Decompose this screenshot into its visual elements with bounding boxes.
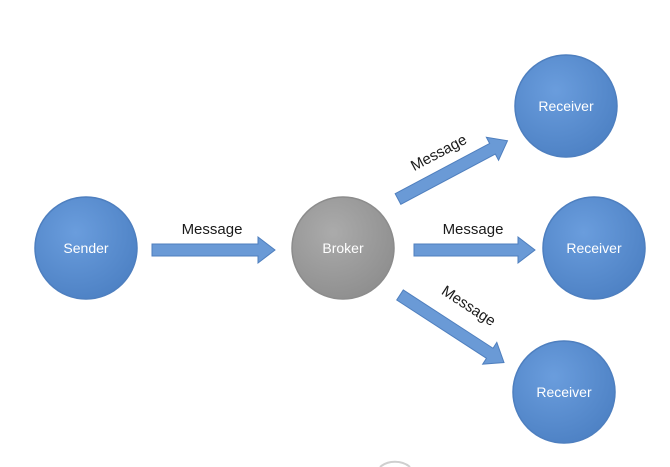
node-receiver-bottom-label: Receiver (536, 384, 592, 400)
node-broker: Broker (291, 196, 395, 300)
arrow-broker-to-receiver-top (394, 136, 509, 205)
node-receiver-middle: Receiver (542, 196, 646, 300)
node-sender: Sender (34, 196, 138, 300)
node-broker-label: Broker (322, 240, 364, 256)
arrow-broker-to-receiver-bottom (396, 289, 505, 365)
node-receiver-bottom: Receiver (512, 340, 616, 444)
node-receiver-top-label: Receiver (538, 98, 594, 114)
partial-mark-bottom (379, 460, 411, 467)
node-receiver-middle-label: Receiver (566, 240, 622, 256)
edge-label-broker-to-receiver-middle: Message (443, 221, 504, 238)
node-receiver-top: Receiver (514, 54, 618, 158)
node-sender-label: Sender (63, 240, 108, 256)
edge-label-sender-to-broker: Message (182, 221, 243, 238)
arrow-sender-to-broker (151, 235, 276, 265)
arrow-broker-to-receiver-middle (413, 235, 536, 265)
